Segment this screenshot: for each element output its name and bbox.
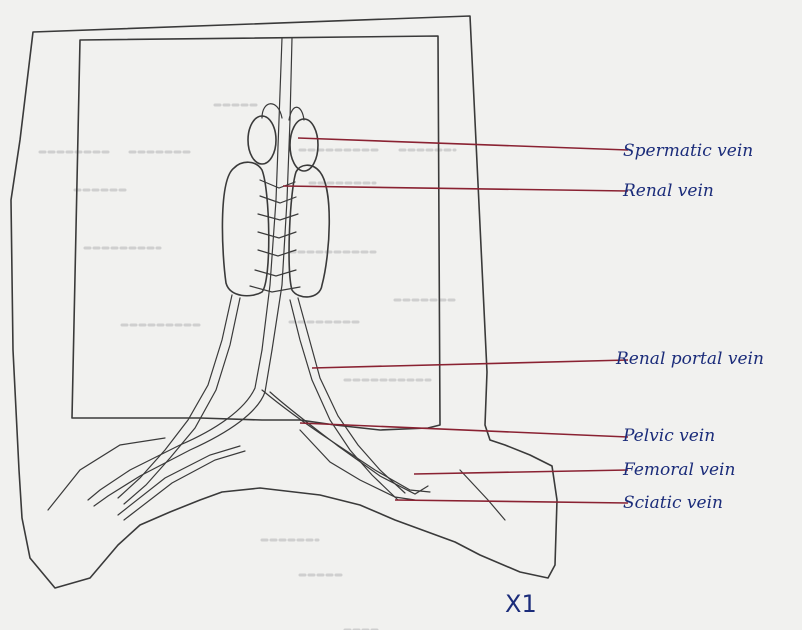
magnification-label: X1 bbox=[505, 590, 537, 618]
label-sciatic-vein: Sciatic vein bbox=[623, 493, 723, 513]
pelvic-veins bbox=[88, 350, 430, 506]
label-spermatic-vein: Spermatic vein bbox=[623, 141, 753, 161]
inner-frame bbox=[72, 36, 440, 430]
leader-femoral-vein bbox=[414, 470, 628, 474]
leg-veins bbox=[118, 430, 415, 520]
label-pelvic-vein: Pelvic vein bbox=[622, 426, 715, 446]
body-outline bbox=[11, 16, 557, 588]
testes bbox=[248, 104, 318, 171]
leader-pelvic-vein bbox=[300, 423, 628, 437]
leader-renal-portal-vein bbox=[312, 360, 628, 368]
leader-lines bbox=[283, 138, 628, 503]
flap-line-right bbox=[460, 470, 505, 520]
renal-veins bbox=[250, 180, 300, 292]
leader-spermatic-vein bbox=[298, 138, 628, 150]
leader-sciatic-vein bbox=[395, 500, 628, 503]
flap-line-left bbox=[48, 438, 165, 510]
label-renal-vein: Renal vein bbox=[622, 181, 714, 201]
label-renal-portal-vein: Renal portal vein bbox=[615, 349, 764, 369]
leader-renal-vein bbox=[283, 186, 628, 191]
bleed-through-marks bbox=[40, 105, 455, 630]
label-femoral-vein: Femoral vein bbox=[622, 460, 735, 480]
labels: Spermatic vein Renal vein Renal portal v… bbox=[615, 141, 764, 513]
